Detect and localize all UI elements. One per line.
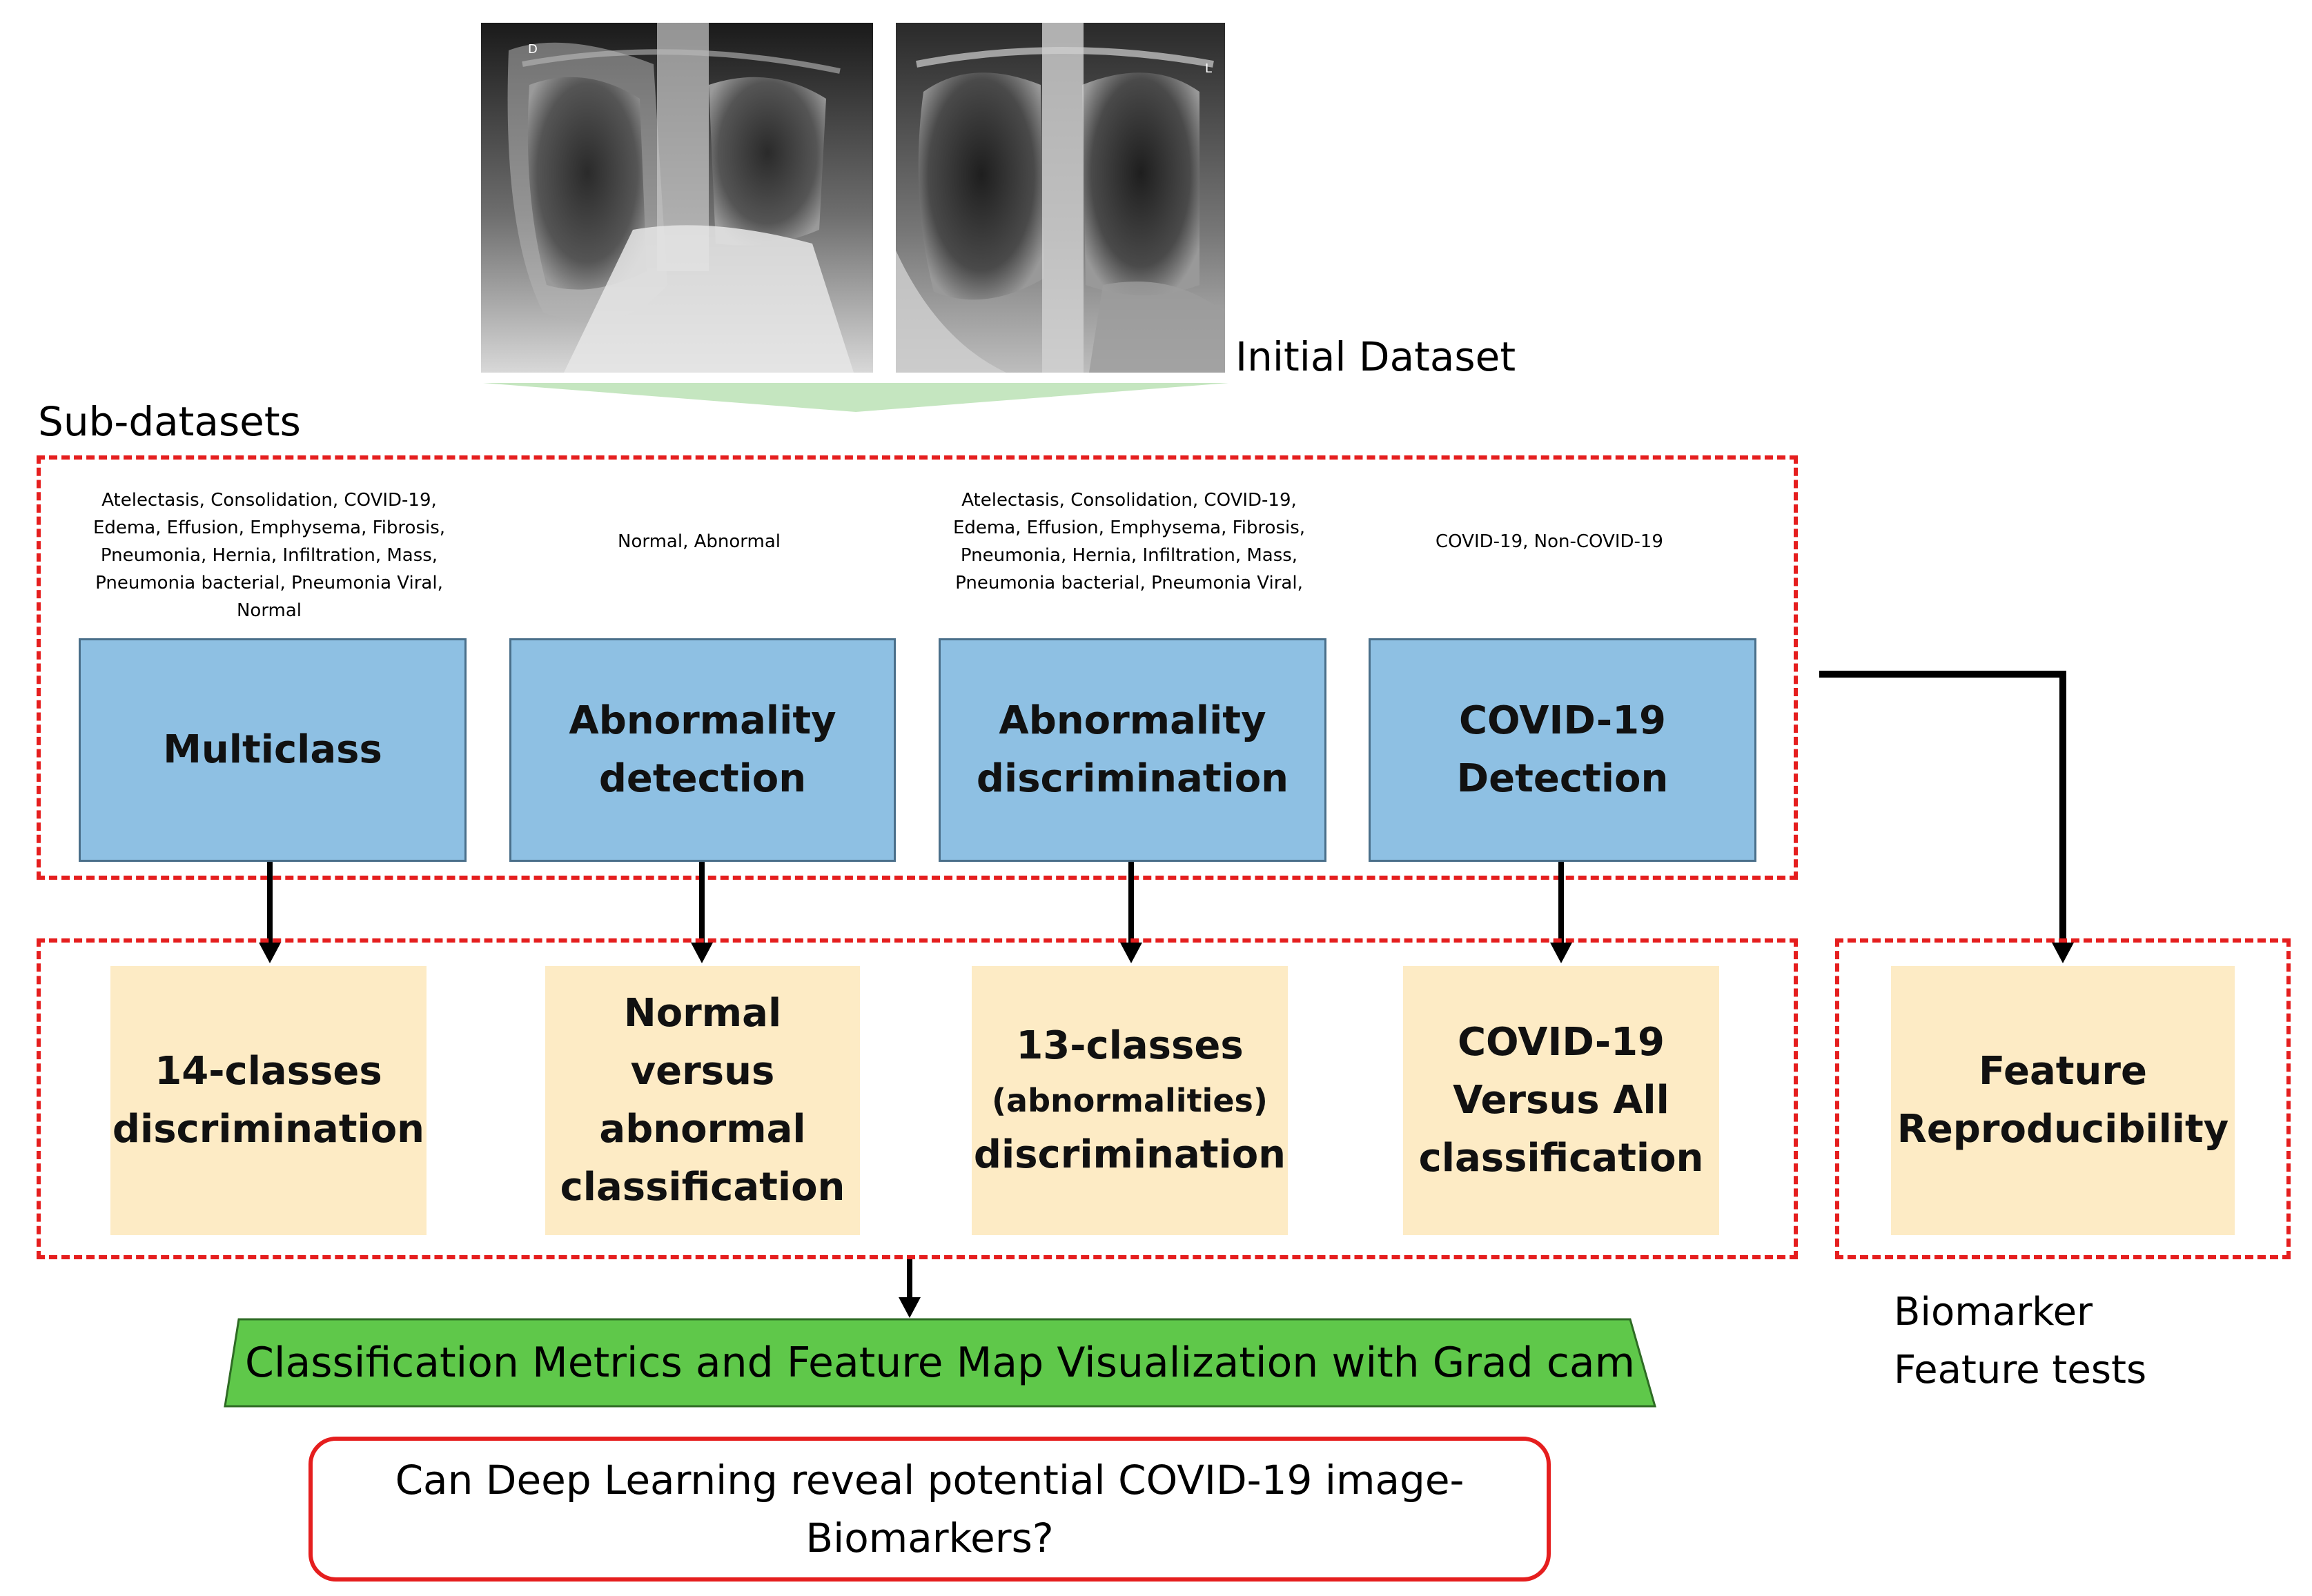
- arrow-line-to-banner: [907, 1259, 912, 1308]
- chest-xray-image-right: D L: [896, 23, 1225, 373]
- result-label: classification: [560, 1165, 845, 1210]
- class-list-line: Pneumonia, Hernia, Infiltration, Mass,: [100, 545, 438, 566]
- arrow-line-covid-detection: [1558, 862, 1564, 945]
- arrowhead-multiclass: [259, 943, 281, 963]
- class-list-line: Pneumonia bacterial, Pneumonia Viral,: [95, 573, 443, 593]
- biomarker-feature-tests-label: Biomarker Feature tests: [1894, 1283, 2146, 1399]
- arrowhead-feature: [2052, 943, 2074, 963]
- task-label: Detection: [1456, 756, 1669, 801]
- arrowhead-to-banner: [899, 1297, 921, 1318]
- feature-reproducibility-box: Feature Reproducibility: [1891, 966, 2235, 1235]
- arrowhead-covid-detection: [1550, 943, 1572, 963]
- task-box-abnormality-discrimination: Abnormality discrimination: [939, 638, 1326, 862]
- task-box-multiclass: Multiclass: [79, 638, 467, 862]
- class-list-covid-detection: COVID-19, Non-COVID-19: [1436, 528, 1663, 555]
- arrowhead-abnormality-detection: [691, 943, 713, 963]
- task-label: Abnormality: [999, 698, 1266, 743]
- result-label: 14-classes: [155, 1049, 382, 1094]
- result-label: discrimination: [973, 1132, 1286, 1177]
- class-list-abnormality-discrimination: Atelectasis, Consolidation, COVID-19, Ed…: [953, 486, 1305, 597]
- class-list-line: Atelectasis, Consolidation, COVID-19,: [101, 490, 437, 511]
- class-list-line: Normal: [236, 600, 302, 621]
- class-list-line: Pneumonia, Hernia, Infiltration, Mass,: [960, 545, 1298, 566]
- class-list-line: Pneumonia bacterial, Pneumonia Viral,: [955, 573, 1303, 593]
- class-list-multiclass: Atelectasis, Consolidation, COVID-19, Ed…: [93, 486, 445, 624]
- subdatasets-group: [37, 455, 1798, 880]
- connector-vertical: [2059, 671, 2066, 945]
- result-box-14-classes: 14-classes discrimination: [110, 966, 427, 1235]
- arrow-line-abnormality-detection: [699, 862, 705, 945]
- class-list-line: Edema, Effusion, Emphysema, Fibrosis,: [92, 518, 446, 538]
- task-label: Multiclass: [163, 727, 382, 772]
- result-label: abnormal: [599, 1107, 806, 1152]
- task-label: discrimination: [976, 756, 1289, 801]
- class-list-line: Normal, Abnormal: [618, 531, 781, 552]
- class-list-line: Atelectasis, Consolidation, COVID-19,: [961, 490, 1297, 511]
- results-banner-shape: [224, 1318, 1656, 1408]
- feature-label: Feature: [1978, 1049, 2147, 1094]
- result-label: Normal versus: [623, 991, 782, 1094]
- xray-marker-right-label: L: [1205, 61, 1213, 76]
- initial-dataset-label: Initial Dataset: [1235, 333, 1516, 380]
- task-box-abnormality-detection: Abnormality detection: [509, 638, 896, 862]
- connector-horizontal: [1819, 671, 2066, 678]
- subdatasets-label: Sub-datasets: [38, 398, 301, 445]
- result-label: COVID-19: [1457, 1020, 1665, 1065]
- xray-marker-left: D: [528, 42, 538, 57]
- class-list-abnormality-detection: Normal, Abnormal: [618, 528, 781, 555]
- biomarker-label-line: Feature tests: [1894, 1348, 2147, 1392]
- biomarker-label-line: Biomarker: [1894, 1290, 2093, 1334]
- arrow-line-multiclass: [267, 862, 273, 945]
- funnel-shape: [483, 383, 1228, 412]
- task-label: COVID-19: [1458, 698, 1667, 743]
- result-label: (abnormalities): [992, 1082, 1268, 1119]
- result-box-normal-vs-abnormal: Normal versus abnormal classification: [545, 966, 860, 1235]
- research-question-box: Can Deep Learning reveal potential COVID…: [308, 1437, 1551, 1582]
- result-box-13-classes: 13-classes (abnormalities) discriminatio…: [972, 966, 1288, 1235]
- task-label: detection: [598, 756, 807, 801]
- classification-tasks-group: [37, 938, 1798, 1259]
- class-list-line: COVID-19, Non-COVID-19: [1436, 531, 1663, 552]
- feature-label: Reproducibility: [1897, 1107, 2229, 1152]
- question-line: Can Deep Learning reveal potential COVID…: [395, 1457, 1464, 1504]
- question-line: Biomarkers?: [805, 1515, 1054, 1561]
- task-label: Abnormality: [569, 698, 836, 743]
- task-box-covid-detection: COVID-19 Detection: [1369, 638, 1756, 862]
- result-label: 13-classes: [1016, 1023, 1244, 1068]
- result-box-covid-vs-all: COVID-19 Versus All classification: [1403, 966, 1719, 1235]
- result-label: discrimination: [112, 1107, 425, 1152]
- results-banner-text: Classification Metrics and Feature Map V…: [244, 1339, 1636, 1387]
- result-label: Versus All: [1453, 1078, 1669, 1123]
- chest-xray-image-left: D: [481, 23, 873, 373]
- class-list-line: Edema, Effusion, Emphysema, Fibrosis,: [952, 518, 1306, 538]
- result-label: classification: [1418, 1136, 1704, 1181]
- arrow-line-abnormality-discrimination: [1128, 862, 1134, 945]
- biomarker-group: [1835, 938, 2291, 1259]
- arrowhead-abnormality-discrimination: [1120, 943, 1142, 963]
